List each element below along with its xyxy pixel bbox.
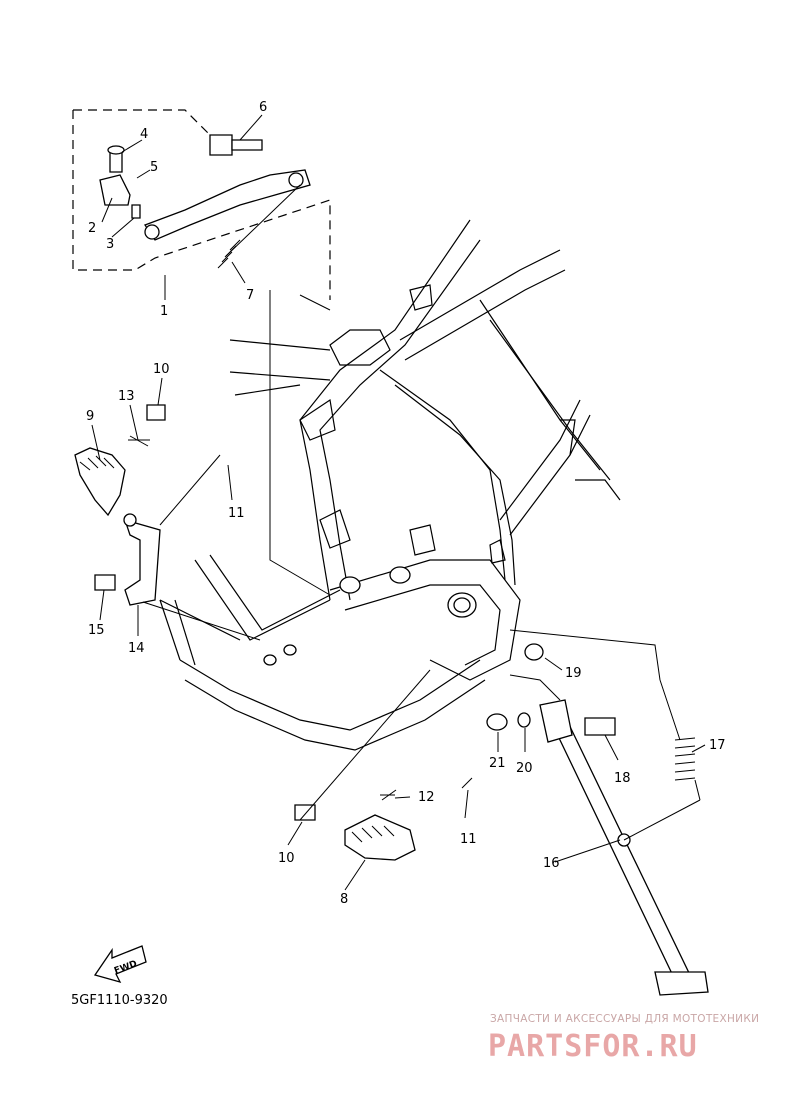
callout-16: 16 <box>543 856 560 871</box>
brake-pedal-assembly <box>72 109 331 300</box>
callout-14: 14 <box>128 641 145 656</box>
sidestand-assembly <box>486 643 709 996</box>
diagram-code: 5GF1110-9320 <box>71 993 168 1008</box>
motorcycle-frame <box>159 219 621 751</box>
callout-10b: 10 <box>278 851 295 866</box>
watermark-brand: PARTSFOR.RU <box>488 1029 698 1064</box>
callout-21: 21 <box>489 756 506 771</box>
callout-17: 17 <box>709 738 726 753</box>
callout-4: 4 <box>140 127 148 142</box>
callout-8: 8 <box>340 892 348 907</box>
footrest-left <box>74 404 166 606</box>
callout-11b: 11 <box>460 832 477 847</box>
callout-12: 12 <box>418 790 435 805</box>
callout-1: 1 <box>160 304 168 319</box>
callout-10a: 10 <box>153 362 170 377</box>
callout-19: 19 <box>565 666 582 681</box>
callout-9: 9 <box>86 409 94 424</box>
callout-labels: 1 2 3 4 5 6 7 8 9 10 10 11 11 12 13 14 1… <box>86 100 726 907</box>
callout-20: 20 <box>516 761 533 776</box>
footrest-right <box>294 777 473 861</box>
callout-3: 3 <box>106 237 114 252</box>
callout-11a: 11 <box>228 506 245 521</box>
callout-5: 5 <box>150 160 158 175</box>
watermark: ЗАПЧАСТИ И АКСЕССУАРЫ ДЛЯ МОТОТЕХНИКИ PA… <box>488 1013 759 1064</box>
leader-lines <box>91 114 706 891</box>
callout-15: 15 <box>88 623 105 638</box>
callout-18: 18 <box>614 771 631 786</box>
callout-13: 13 <box>118 389 135 404</box>
callout-2: 2 <box>88 221 96 236</box>
callout-7: 7 <box>246 288 254 303</box>
fwd-arrow: FWD <box>93 945 147 984</box>
watermark-tagline: ЗАПЧАСТИ И АКСЕССУАРЫ ДЛЯ МОТОТЕХНИКИ <box>490 1013 759 1025</box>
callout-6: 6 <box>259 100 267 115</box>
